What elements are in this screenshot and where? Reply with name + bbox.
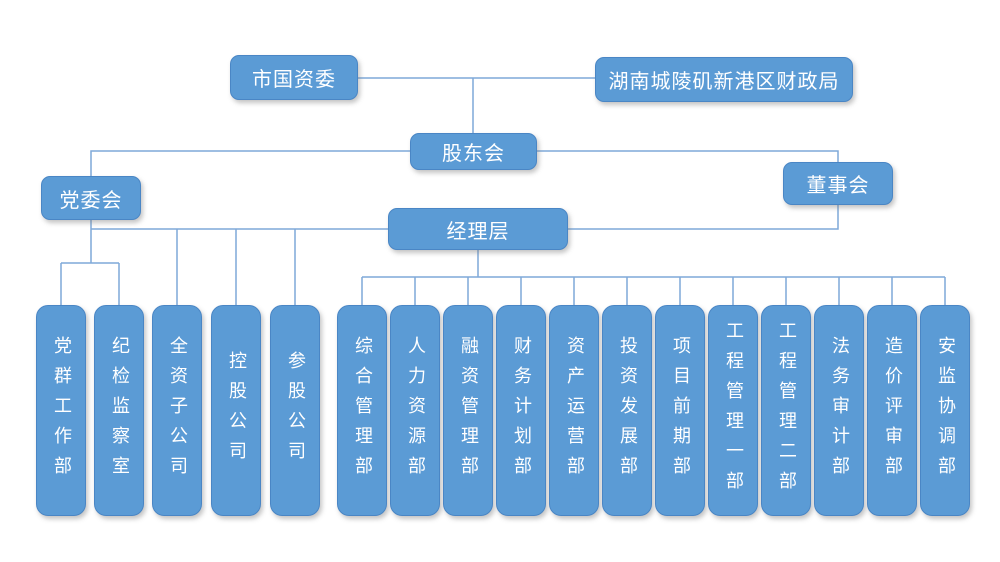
node-label: 综合管理部 xyxy=(352,335,373,486)
node-shareholders-meeting: 股东会 xyxy=(410,133,537,170)
node-label: 市国资委 xyxy=(252,67,336,91)
node-label: 湖南城陵矶新港区财政局 xyxy=(608,69,840,93)
leaf-investment-development-dept: 投资发展部 xyxy=(602,305,652,516)
node-label: 董事会 xyxy=(806,173,870,197)
leaf-holding-company: 控股公司 xyxy=(211,305,261,516)
node-label: 项目前期部 xyxy=(670,335,691,486)
node-label: 纪检监察室 xyxy=(109,335,130,486)
leaf-discipline-inspection-office: 纪检监察室 xyxy=(94,305,144,516)
node-label: 资产运营部 xyxy=(564,335,585,486)
node-label: 党委会 xyxy=(59,187,123,212)
node-label: 股东会 xyxy=(442,141,505,165)
node-party-committee: 党委会 xyxy=(41,176,141,220)
leaf-asset-operation-dept: 资产运营部 xyxy=(549,305,599,516)
node-label: 安监协调部 xyxy=(935,335,956,486)
node-label: 参股公司 xyxy=(285,350,306,471)
leaf-cost-review-dept: 造价评审部 xyxy=(867,305,917,516)
node-label: 控股公司 xyxy=(226,350,247,471)
node-label: 造价评审部 xyxy=(882,335,903,486)
leaf-project-preliminary-dept: 项目前期部 xyxy=(655,305,705,516)
node-label: 全资子公司 xyxy=(167,335,188,486)
leaf-legal-audit-dept: 法务审计部 xyxy=(814,305,864,516)
node-label: 工程管理二部 xyxy=(776,320,797,501)
node-board-of-directors: 董事会 xyxy=(783,162,893,205)
node-label: 投资发展部 xyxy=(617,335,638,486)
node-label: 经理层 xyxy=(446,218,510,243)
node-finance-bureau: 湖南城陵矶新港区财政局 xyxy=(595,57,853,102)
node-management-level: 经理层 xyxy=(388,208,568,250)
leaf-safety-supervision-coordination-dept: 安监协调部 xyxy=(920,305,970,516)
node-municipal-sasac: 市国资委 xyxy=(230,55,358,100)
leaf-general-management-dept: 综合管理部 xyxy=(337,305,387,516)
leaf-financing-management-dept: 融资管理部 xyxy=(443,305,493,516)
node-label: 法务审计部 xyxy=(829,335,850,486)
node-label: 财务计划部 xyxy=(511,335,532,486)
node-label: 党群工作部 xyxy=(51,335,72,486)
leaf-wholly-owned-subsidiary: 全资子公司 xyxy=(152,305,202,516)
node-label: 人力资源部 xyxy=(405,335,426,486)
leaf-equity-participation-company: 参股公司 xyxy=(270,305,320,516)
leaf-engineering-management-dept-2: 工程管理二部 xyxy=(761,305,811,516)
leaf-party-mass-work-dept: 党群工作部 xyxy=(36,305,86,516)
node-label: 融资管理部 xyxy=(458,335,479,486)
leaf-finance-planning-dept: 财务计划部 xyxy=(496,305,546,516)
leaf-human-resources-dept: 人力资源部 xyxy=(390,305,440,516)
leaf-engineering-management-dept-1: 工程管理一部 xyxy=(708,305,758,516)
node-label: 工程管理一部 xyxy=(723,320,744,501)
